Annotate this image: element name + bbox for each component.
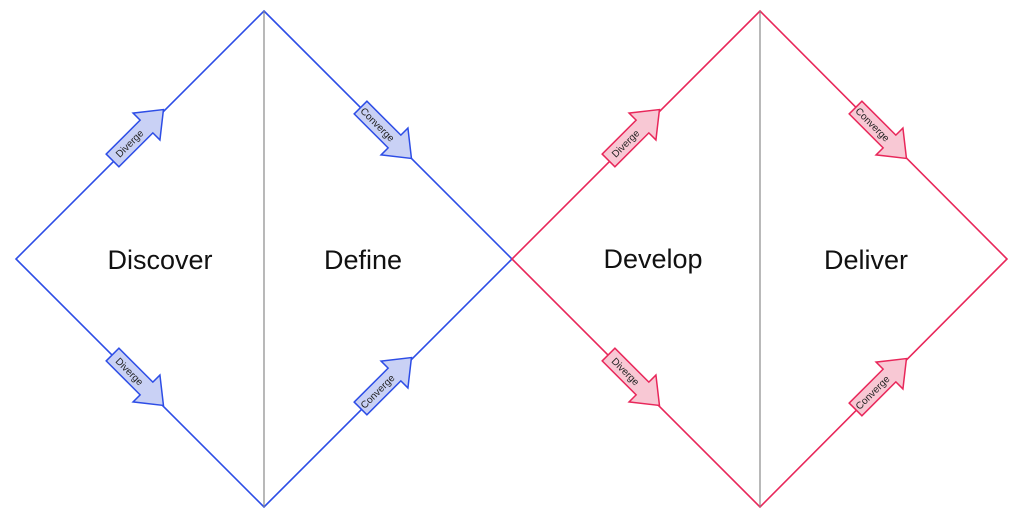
first-diamond xyxy=(14,9,514,509)
second-diamond xyxy=(510,9,1009,509)
arrow-diverge-top-develop: Diverge xyxy=(594,95,674,175)
arrow-converge-bottom-define: Converge xyxy=(346,343,426,423)
arrow-converge-bottom-deliver: Converge xyxy=(841,344,921,424)
phase-deliver: Deliver xyxy=(824,245,908,275)
arrow-diverge-top-left: Diverge xyxy=(98,95,178,175)
phase-develop: Develop xyxy=(603,244,702,274)
phase-discover: Discover xyxy=(107,245,212,275)
phase-define: Define xyxy=(324,245,402,275)
